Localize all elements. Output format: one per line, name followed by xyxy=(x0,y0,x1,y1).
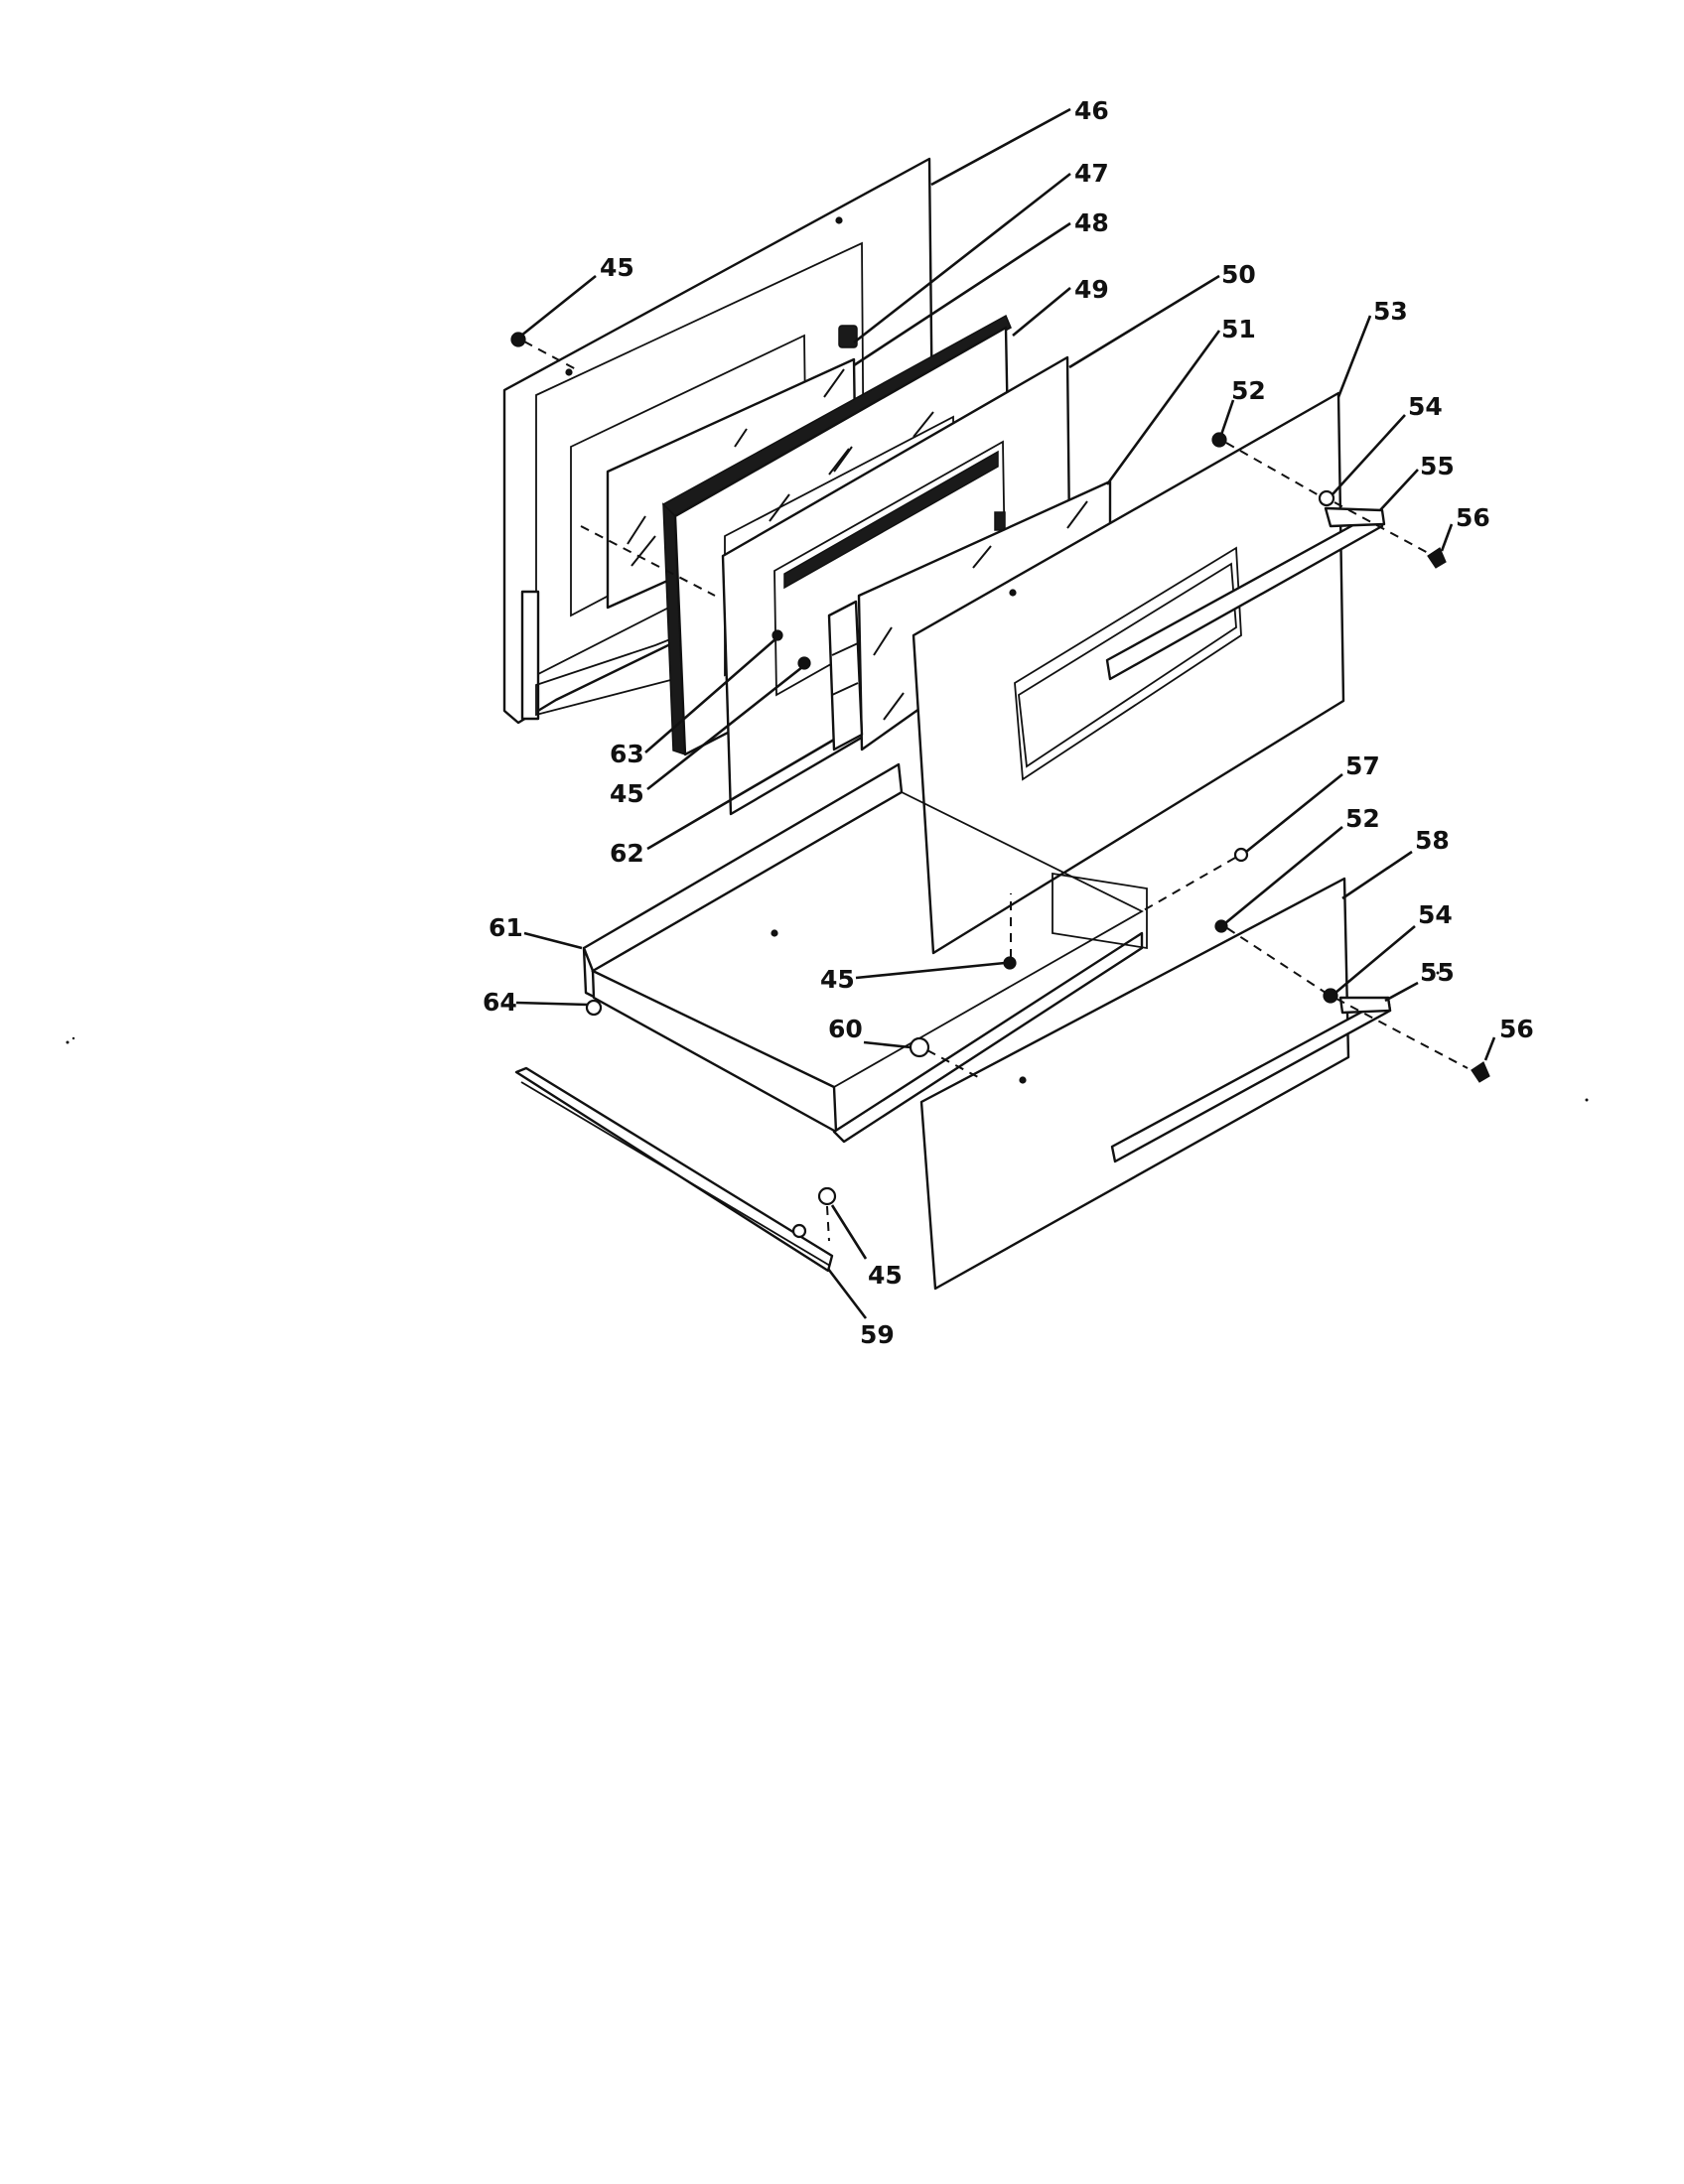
washer-52-lower xyxy=(1214,919,1228,933)
storage-drawer-body xyxy=(582,762,1148,1144)
leader-54b xyxy=(1334,925,1416,994)
bumper-60 xyxy=(909,1036,930,1058)
leader-45b xyxy=(646,665,803,791)
callout-52-top: 52 xyxy=(1231,376,1266,405)
leader-53 xyxy=(1336,315,1372,398)
leader-47 xyxy=(853,172,1071,344)
leader-45d xyxy=(830,1204,868,1260)
leader-64 xyxy=(515,1001,589,1007)
screw-45-lower xyxy=(1003,956,1017,970)
callout-labels: 46 47 48 49 50 51 53 54 55 56 52 45 63 4… xyxy=(483,96,1534,1349)
callout-52-lower: 52 xyxy=(1345,804,1380,833)
leader-54a xyxy=(1332,414,1406,495)
leader-48 xyxy=(853,221,1071,367)
hinge-pin-63 xyxy=(772,629,783,641)
callout-45-bottom: 45 xyxy=(868,1261,903,1290)
washer-52-top xyxy=(1211,432,1227,448)
outer-door-panel xyxy=(912,391,1386,955)
callout-61: 61 xyxy=(489,913,523,942)
callout-45-top: 45 xyxy=(600,253,634,282)
leader-51 xyxy=(1105,330,1221,485)
leader-58 xyxy=(1341,850,1413,900)
scan-specks xyxy=(66,971,1589,1102)
leader-59 xyxy=(826,1268,868,1319)
callout-50: 50 xyxy=(1221,260,1256,289)
callout-49: 49 xyxy=(1074,275,1109,304)
leader-57 xyxy=(1245,772,1343,854)
callout-63: 63 xyxy=(610,740,644,768)
leader-52a xyxy=(1219,399,1235,436)
callout-48: 48 xyxy=(1074,208,1109,237)
leader-46 xyxy=(930,107,1071,187)
callout-54-lower: 54 xyxy=(1418,900,1453,929)
leader-55a xyxy=(1379,469,1419,511)
leader-49 xyxy=(1012,286,1071,338)
callout-47: 47 xyxy=(1074,159,1109,188)
leader-50 xyxy=(1068,274,1220,369)
callout-56-top: 56 xyxy=(1456,503,1490,532)
leader-45a xyxy=(520,274,597,338)
screw-56-lower xyxy=(1471,1061,1490,1083)
drawer-slide-rail xyxy=(514,1066,834,1273)
leader-63 xyxy=(644,637,777,753)
callout-45-lower: 45 xyxy=(820,965,855,994)
drawer-front-panel xyxy=(919,877,1392,1291)
screw-57 xyxy=(1233,847,1249,863)
callout-leaders xyxy=(515,107,1496,1319)
washer-54-lower xyxy=(1323,988,1338,1004)
leader-60 xyxy=(863,1040,912,1049)
assembly-dash-lines xyxy=(523,341,1469,1242)
callout-46: 46 xyxy=(1074,96,1109,125)
screw-45-bottom xyxy=(817,1186,837,1206)
callout-64: 64 xyxy=(483,988,517,1017)
callout-54-top: 54 xyxy=(1408,392,1443,421)
callout-51: 51 xyxy=(1221,315,1256,343)
callout-45-center: 45 xyxy=(610,779,644,808)
callout-58: 58 xyxy=(1415,826,1450,855)
leader-45c xyxy=(855,961,1006,980)
callout-62: 62 xyxy=(610,839,644,868)
screw-45-center xyxy=(797,656,811,670)
washer-54-top xyxy=(1318,489,1335,507)
leader-56b xyxy=(1483,1036,1496,1061)
callout-55-top: 55 xyxy=(1420,452,1455,480)
callout-57: 57 xyxy=(1345,751,1380,780)
callout-60: 60 xyxy=(828,1015,863,1043)
hardware-items xyxy=(510,332,1490,1206)
leader-56a xyxy=(1440,523,1454,552)
leader-55b xyxy=(1384,981,1419,1003)
leader-52b xyxy=(1224,825,1343,925)
callout-59: 59 xyxy=(860,1320,895,1349)
leader-62 xyxy=(646,738,835,851)
screw-56-top xyxy=(1427,547,1447,569)
callout-53: 53 xyxy=(1373,297,1408,326)
leader-61 xyxy=(523,931,583,950)
callout-56-lower: 56 xyxy=(1499,1015,1534,1043)
